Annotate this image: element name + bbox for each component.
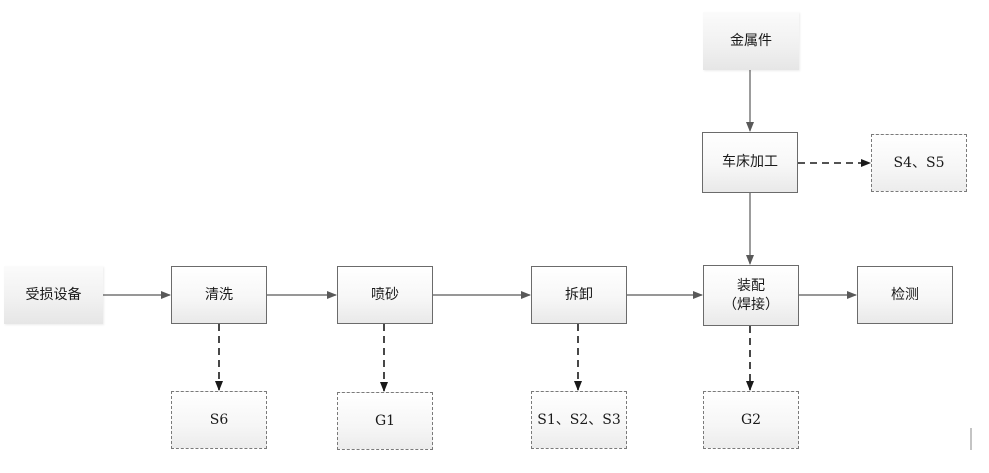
node-lathe-machining-label: 车床加工 [722, 154, 778, 170]
node-assembly-label: 装配 （焊接） [723, 277, 779, 313]
node-disassembly-label: 拆卸 [565, 286, 593, 303]
node-damaged-equipment: 受损设备 [4, 266, 103, 324]
node-sandblasting: 喷砂 [337, 266, 433, 324]
output-s4-s5-label: S4、S5 [893, 154, 945, 171]
node-inspection-label: 检测 [891, 286, 919, 303]
output-g1: G1 [337, 392, 433, 450]
node-disassembly: 拆卸 [531, 266, 627, 324]
output-g2: G2 [703, 391, 799, 449]
output-g1-label: G1 [374, 412, 396, 429]
node-metal-parts: 金属件 [703, 12, 799, 70]
output-s6-label: S6 [209, 411, 229, 428]
node-cleaning-label: 清洗 [205, 286, 233, 303]
node-assembly: 装配 （焊接） [703, 265, 799, 326]
output-g2-label: G2 [740, 411, 762, 428]
node-sandblasting-label: 喷砂 [371, 286, 399, 303]
output-s1-s2-s3-label: S1、S2、S3 [537, 411, 621, 428]
output-s4-s5: S4、S5 [871, 134, 967, 192]
node-inspection: 检测 [857, 266, 953, 324]
node-damaged-equipment-label: 受损设备 [25, 286, 82, 303]
output-s1-s2-s3: S1、S2、S3 [531, 391, 627, 449]
node-metal-parts-label: 金属件 [730, 32, 772, 49]
output-s6: S6 [171, 391, 267, 449]
node-cleaning: 清洗 [171, 266, 267, 324]
node-lathe-machining: 车床加工 [702, 132, 798, 193]
